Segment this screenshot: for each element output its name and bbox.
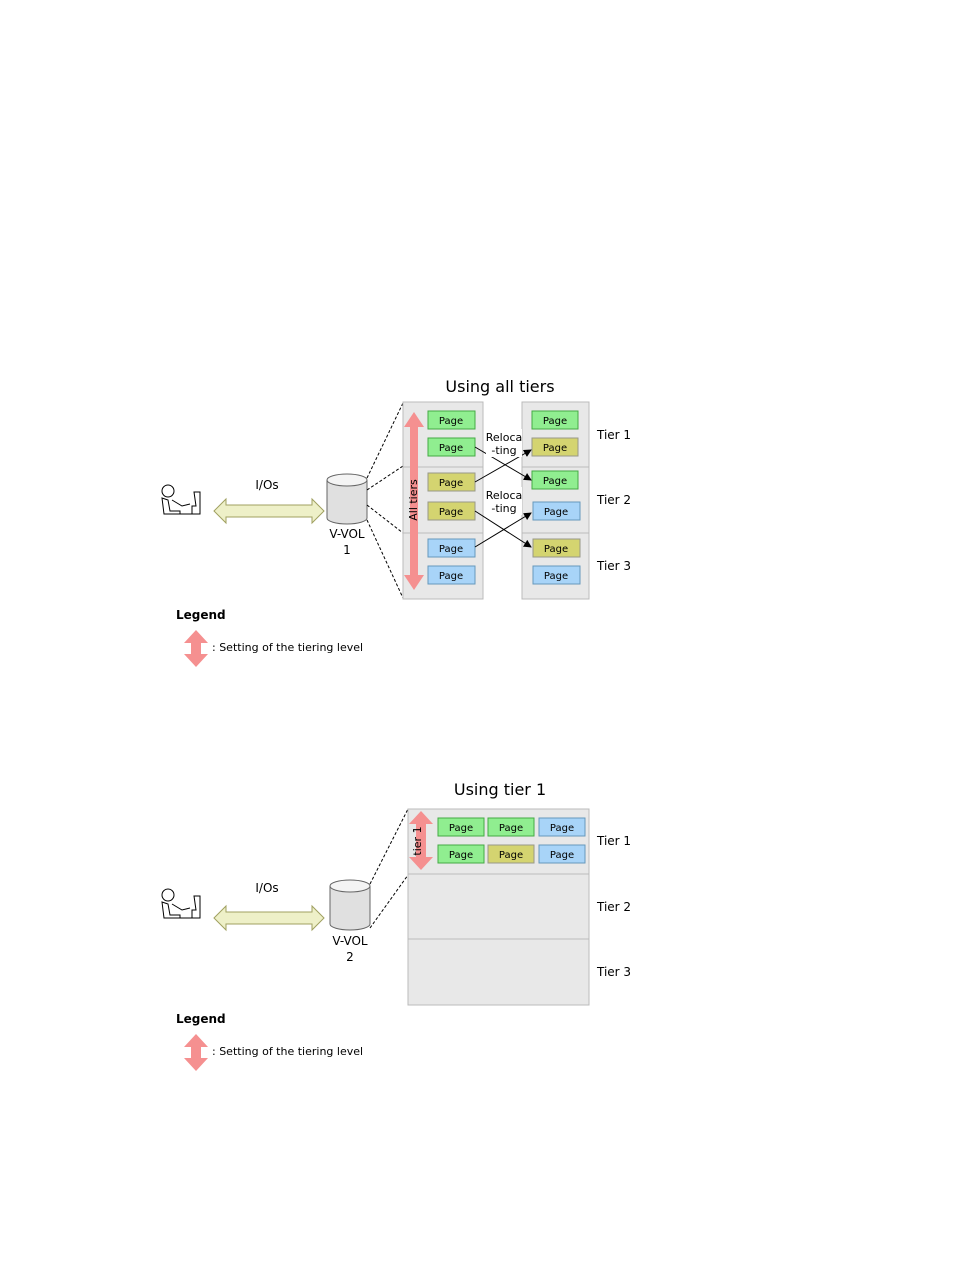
page-label: Page xyxy=(543,416,567,427)
legend-text: : Setting of the tiering level xyxy=(212,641,363,654)
relocating-label-1b: -ting xyxy=(491,444,516,457)
page-label: Page xyxy=(439,416,463,427)
page-label: Page xyxy=(439,571,463,582)
page-label: Page xyxy=(544,507,568,518)
tier-label: Tier 1 xyxy=(596,428,631,442)
legend-title: Legend xyxy=(176,1012,226,1026)
page-label: Page xyxy=(550,850,574,861)
vvol-number: 1 xyxy=(343,543,351,557)
legend-arrow-icon xyxy=(184,630,208,667)
page-label: Page xyxy=(550,823,574,834)
tier-label: Tier 2 xyxy=(596,900,631,914)
diagram-2-title: Using tier 1 xyxy=(454,780,546,799)
page-label: Page xyxy=(499,850,523,861)
page-label: Page xyxy=(499,823,523,834)
diagram-1: Using all tiers I/Os V-VOL 1 xyxy=(161,377,631,667)
page-label: Page xyxy=(544,544,568,555)
legend-text: : Setting of the tiering level xyxy=(212,1045,363,1058)
page-label: Page xyxy=(439,507,463,518)
tier-label: Tier 2 xyxy=(596,493,631,507)
legend-title: Legend xyxy=(176,608,226,622)
tiering-level-label: All tiers xyxy=(407,479,420,521)
tiering-level-arrow xyxy=(409,811,433,870)
page-label: Page xyxy=(449,850,473,861)
mapping-lines xyxy=(366,402,404,599)
page-label: Page xyxy=(543,476,567,487)
vvol-number: 2 xyxy=(346,950,354,964)
diagram-2: Using tier 1 I/Os V-VOL 2 Page xyxy=(161,780,631,1071)
diagram-1-title: Using all tiers xyxy=(445,377,554,396)
io-double-arrow xyxy=(213,904,325,932)
page-label: Page xyxy=(449,823,473,834)
page-label: Page xyxy=(543,443,567,454)
tiering-level-label: tier 1 xyxy=(411,826,424,855)
page-label: Page xyxy=(439,443,463,454)
tier-label: Tier 3 xyxy=(596,965,631,979)
vvol-cylinder-icon xyxy=(329,879,371,931)
tier-label: Tier 1 xyxy=(596,834,631,848)
left-pages: Page Page Page Page Page Page xyxy=(427,410,476,585)
tier-label: Tier 3 xyxy=(596,559,631,573)
vvol-cylinder-icon xyxy=(326,473,368,525)
relocating-label-2b: -ting xyxy=(491,502,516,515)
relocating-label-bg xyxy=(486,487,522,515)
page-label: Page xyxy=(439,478,463,489)
ios-label: I/Os xyxy=(255,881,278,895)
relocating-label-2: Reloca xyxy=(486,489,523,502)
relocating-label-1: Reloca xyxy=(486,431,523,444)
vvol-label: V-VOL xyxy=(332,934,368,948)
pool xyxy=(407,808,590,1006)
host-icon xyxy=(161,888,201,919)
ios-label: I/Os xyxy=(255,478,278,492)
page-label: Page xyxy=(544,571,568,582)
right-pages: Page Page Page Page Page Page xyxy=(531,410,581,585)
tier1-pages: Page Page Page Page Page Page xyxy=(437,817,586,864)
legend-arrow-icon xyxy=(184,1034,208,1071)
mapping-lines xyxy=(369,808,409,929)
host-icon xyxy=(161,484,201,515)
vvol-label: V-VOL xyxy=(329,527,365,541)
io-double-arrow xyxy=(213,497,325,525)
tiering-level-arrow xyxy=(404,412,424,590)
relocating-label-bg xyxy=(486,429,522,457)
page-label: Page xyxy=(439,544,463,555)
